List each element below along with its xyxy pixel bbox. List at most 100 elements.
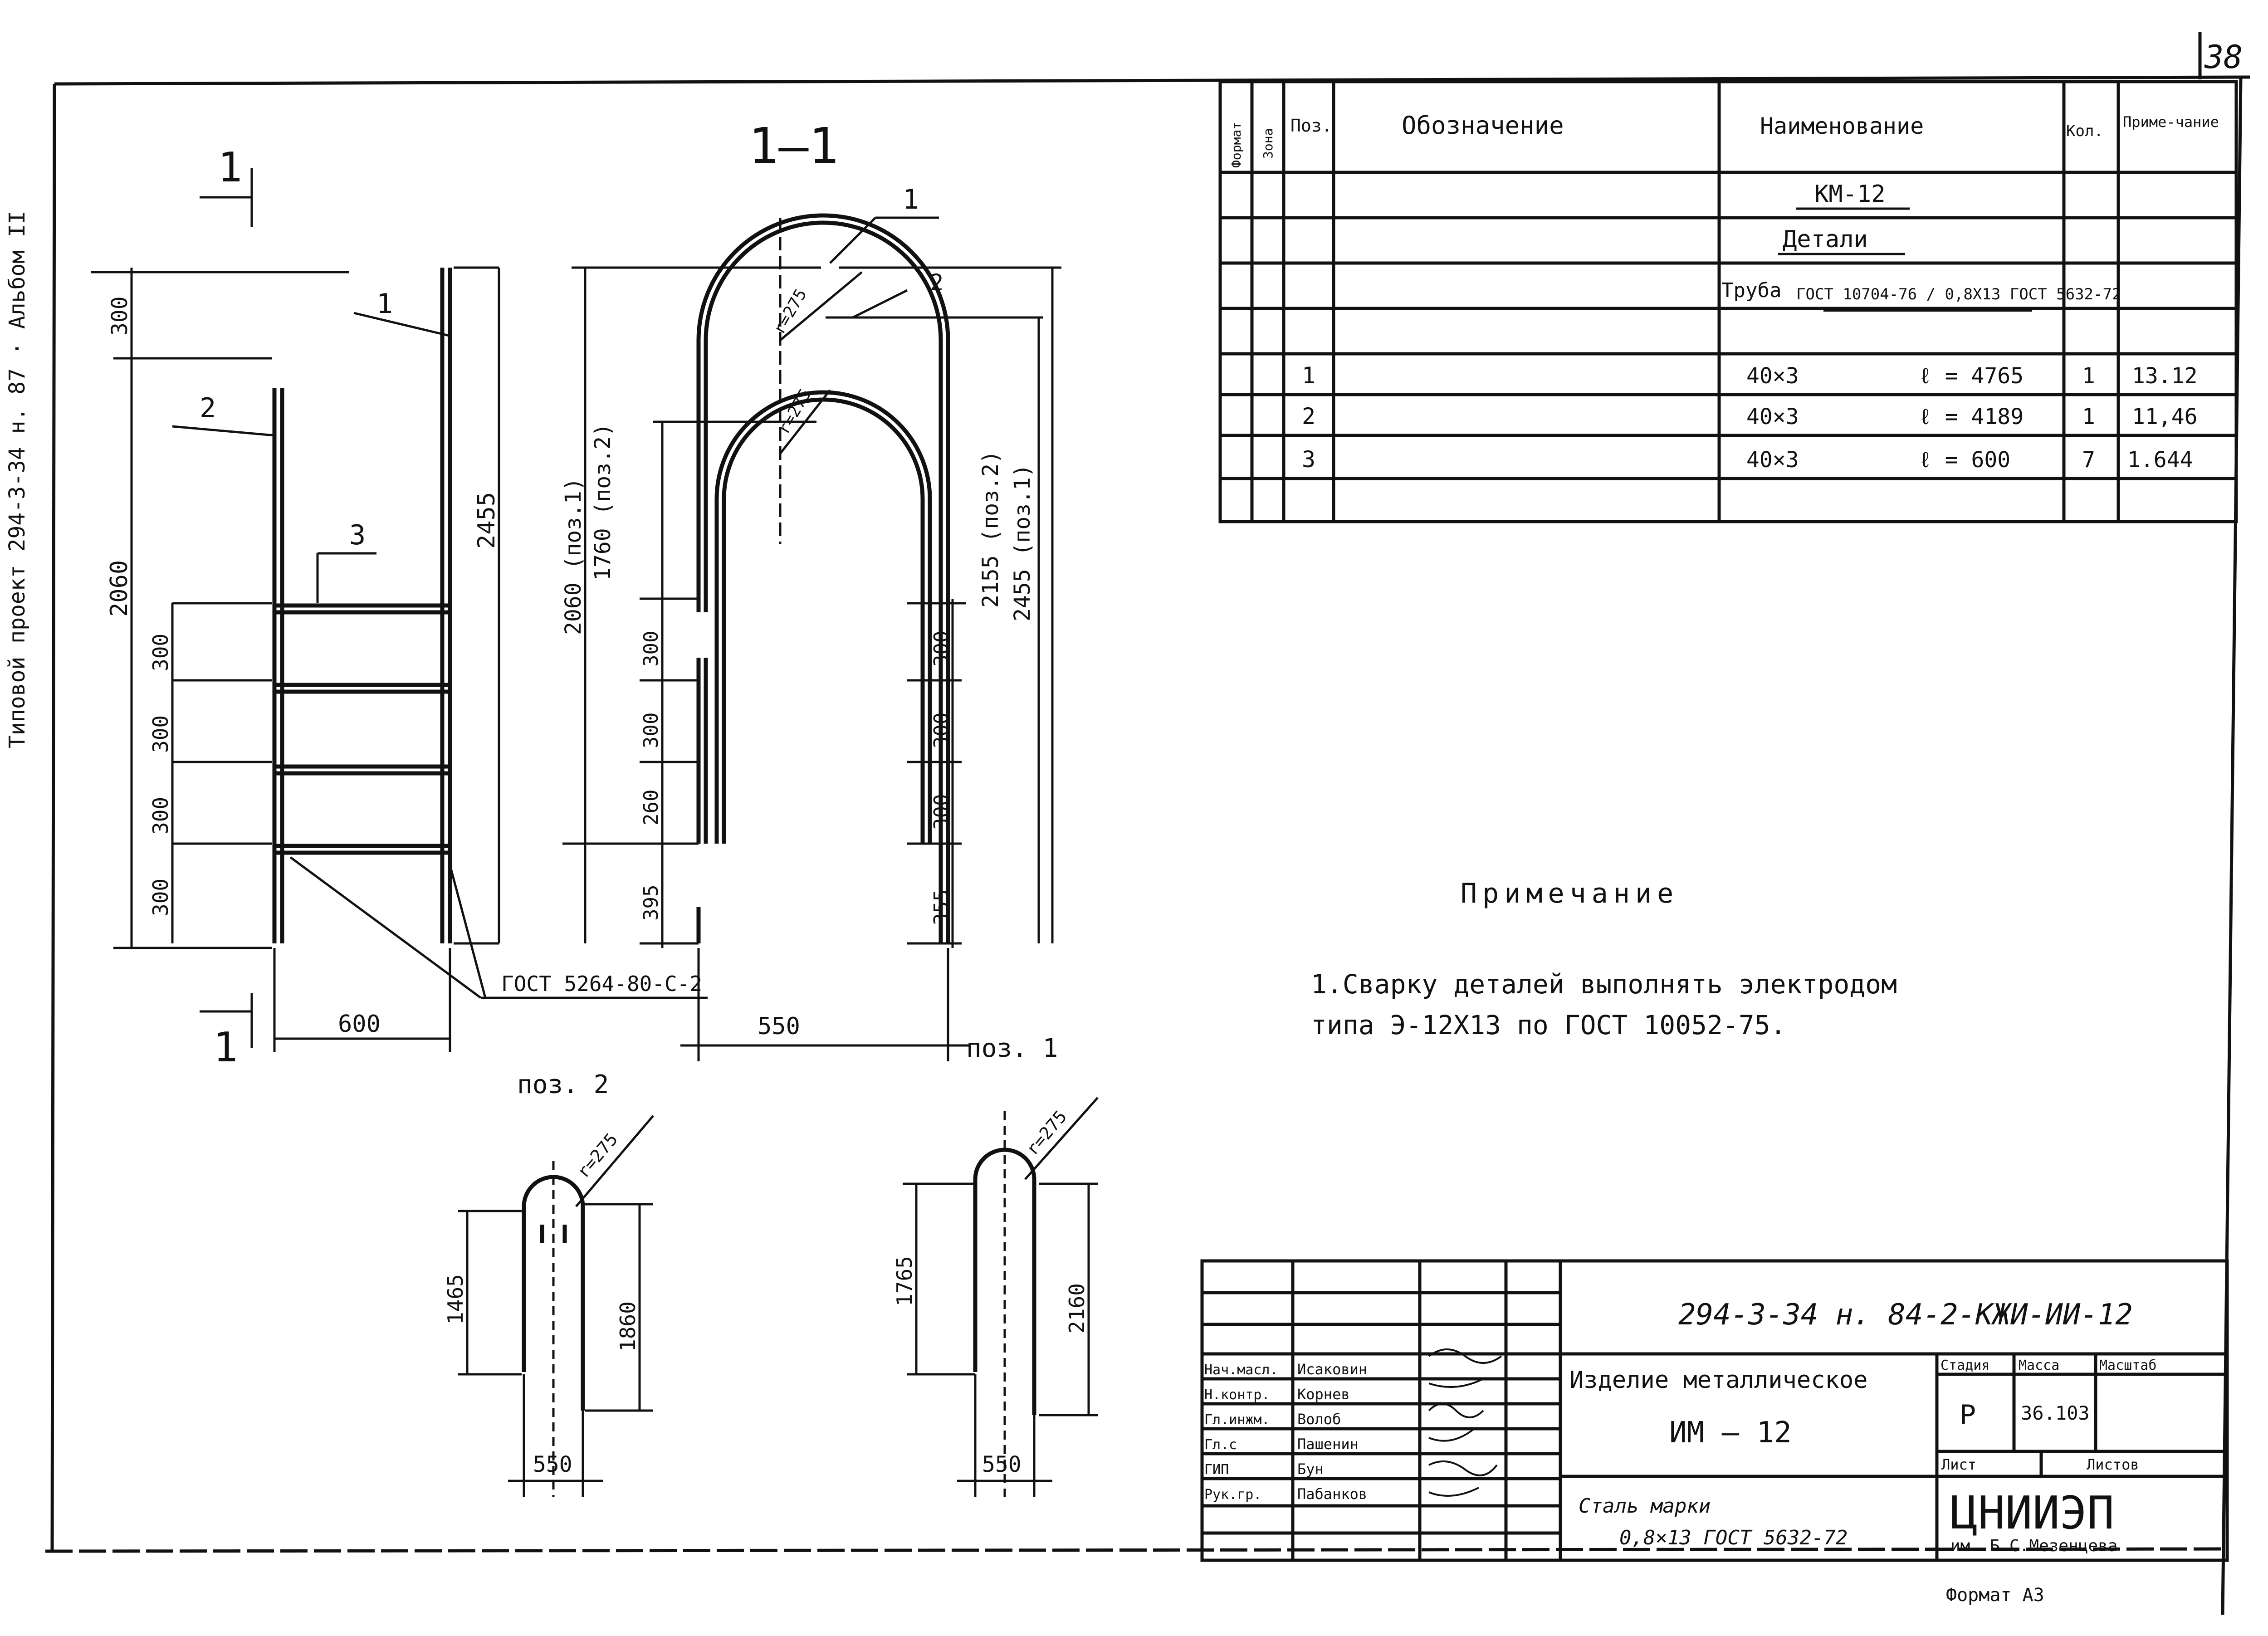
pos2-h2: 1860 xyxy=(616,1301,640,1352)
row3-name: 40×3 xyxy=(1746,447,1799,473)
row-km12: КМ-12 xyxy=(1814,181,1886,208)
row3-len: ℓ = 600 xyxy=(1919,447,2010,473)
dim-2455: 2455 xyxy=(473,492,500,549)
hdr-name: Наименование xyxy=(1760,113,1924,139)
dim-300-top: 300 xyxy=(107,296,132,336)
hdr-pos: Поз. xyxy=(1290,116,1332,136)
role-5: ГИП xyxy=(1204,1462,1229,1478)
pos1-r: r=275 xyxy=(1022,1107,1070,1159)
mass-value: 36.103 xyxy=(2021,1402,2090,1424)
material-1: Сталь марки xyxy=(1579,1494,1711,1518)
dim-front-r-2: 300 xyxy=(930,713,953,748)
row3-qty: 7 xyxy=(2082,447,2095,473)
pos1-h2: 2160 xyxy=(1065,1283,1089,1333)
dim-step-1: 300 xyxy=(148,634,173,671)
role-3: Гл.инжм. xyxy=(1204,1412,1270,1428)
dim-front-l-1: 300 xyxy=(640,631,663,667)
dim-front-l-2: 300 xyxy=(640,713,663,748)
note-text-1: 1.Сварку деталей выполнять электродом xyxy=(1311,969,1897,1000)
pos2-w: 550 xyxy=(533,1452,572,1477)
hdr-zone: Зона xyxy=(1261,128,1276,159)
row1-note: 13.12 xyxy=(2132,363,2198,389)
product-code: ИМ — 12 xyxy=(1669,1416,1792,1450)
row2-qty: 1 xyxy=(2082,404,2095,430)
product-name: Изделие металлическое xyxy=(1569,1367,1867,1394)
pos2-r: r=275 xyxy=(573,1129,621,1182)
role-6: Рук.гр. xyxy=(1204,1487,1261,1503)
sheet-number: 38 xyxy=(2204,39,2243,76)
row1-len: ℓ = 4765 xyxy=(1919,363,2024,389)
dim-1760-pos2: 1760 (поз.2) xyxy=(590,423,616,581)
row2-note: 11,46 xyxy=(2132,404,2198,430)
pos1-detail xyxy=(973,1148,1036,1415)
role-2: Н.контр. xyxy=(1204,1387,1270,1403)
name-4: Пашенин xyxy=(1297,1436,1359,1453)
row3-pos: 3 xyxy=(1302,446,1315,473)
section-marker-top: 1 xyxy=(218,144,242,191)
row2-len: ℓ = 4189 xyxy=(1919,404,2024,430)
hdr-note: Приме-чание xyxy=(2123,113,2219,131)
dim-step-2: 300 xyxy=(148,715,173,753)
dim-front-l-4: 395 xyxy=(640,885,663,921)
mass-label: Масса xyxy=(2019,1358,2059,1373)
dim-width-600: 600 xyxy=(338,1011,381,1038)
dim-2455-pos1: 2455 (поз.1) xyxy=(1010,464,1035,621)
dim-front-r-1: 300 xyxy=(930,631,953,667)
dim-2060: 2060 xyxy=(106,560,133,617)
row1-qty: 1 xyxy=(2082,363,2095,389)
callout-1: 1 xyxy=(376,288,393,320)
scale-label: Масштаб xyxy=(2099,1358,2156,1373)
title-block-grid xyxy=(1200,1259,2229,1562)
side-view-ladder xyxy=(272,268,452,943)
pos2-h1: 1465 xyxy=(443,1274,468,1324)
dim-width-550: 550 xyxy=(758,1013,800,1040)
sheet-label: Лист xyxy=(1941,1456,1976,1473)
front-view-ladder xyxy=(696,213,950,943)
callout-2: 2 xyxy=(200,392,216,424)
name-3: Волоб xyxy=(1297,1411,1341,1428)
gost-weld-label: ГОСТ 5264-80-С-2 xyxy=(501,972,702,996)
side-note: Типовой проект 294-3-34 н. 87 · Альбом I… xyxy=(5,211,30,748)
hdr-qty: Кол. xyxy=(2066,122,2103,140)
callout-2-front: 2 xyxy=(930,269,943,296)
stage-label: Стадия xyxy=(1941,1358,1989,1373)
pos1-label: поз. 1 xyxy=(966,1034,1058,1063)
note-text-2: типа Э-12Х13 по ГОСТ 10052-75. xyxy=(1311,1010,1786,1040)
pos1-w: 550 xyxy=(982,1452,1022,1477)
role-1: Нач.масл. xyxy=(1204,1362,1278,1378)
name-1: Исаковин xyxy=(1297,1361,1367,1378)
dim-front-l-3: 260 xyxy=(640,790,663,825)
section-title: 1—1 xyxy=(748,117,839,175)
row1-name: 40×3 xyxy=(1746,363,1799,389)
dim-front-r-4: 355 xyxy=(930,889,953,925)
row3-note: 1.644 xyxy=(2127,447,2193,473)
row-pipe: Труба xyxy=(1721,279,1781,302)
row2-pos: 2 xyxy=(1302,403,1315,430)
dim-2060-pos1: 2060 (поз.1) xyxy=(561,478,586,635)
row-details: Детали xyxy=(1783,226,1868,253)
section-marker-bottom: 1 xyxy=(213,1024,238,1071)
hdr-designation: Обозначение xyxy=(1402,111,1564,140)
callout-3: 3 xyxy=(349,519,366,551)
signatures xyxy=(1428,1348,1502,1497)
dim-step-3: 300 xyxy=(148,797,173,835)
material-2: 0,8×13 ГОСТ 5632-72 xyxy=(1619,1526,1848,1549)
stage-value: Р xyxy=(1960,1399,1976,1431)
sheets-label: Листов xyxy=(2087,1456,2139,1473)
org-name: ЦНИИЭП xyxy=(1950,1486,2114,1539)
dim-front-r-3: 300 xyxy=(930,794,953,830)
format-label: Формат А3 xyxy=(1946,1585,2044,1606)
dim-2155-pos2: 2155 (поз.2) xyxy=(978,450,1003,608)
drawing-code: 294-3-34 н. 84-2-КЖИ-ИИ-12 xyxy=(1678,1298,2133,1332)
pos2-label: поз. 2 xyxy=(517,1070,609,1099)
row-pipe-gost: ГОСТ 10704-76 / 0,8Х13 ГОСТ 5632-72 xyxy=(1796,285,2121,303)
dim-r-outer: r=275 xyxy=(770,286,811,337)
spec-table-grid xyxy=(1218,80,2238,523)
dim-step-4: 300 xyxy=(148,879,173,916)
row2-name: 40×3 xyxy=(1746,404,1799,430)
pos1-h1: 1765 xyxy=(892,1256,917,1306)
org-sub: им. Б.С.Мезенцева xyxy=(1950,1537,2117,1555)
name-6: Пабанков xyxy=(1297,1485,1367,1503)
note-title: Примечание xyxy=(1461,878,1679,909)
